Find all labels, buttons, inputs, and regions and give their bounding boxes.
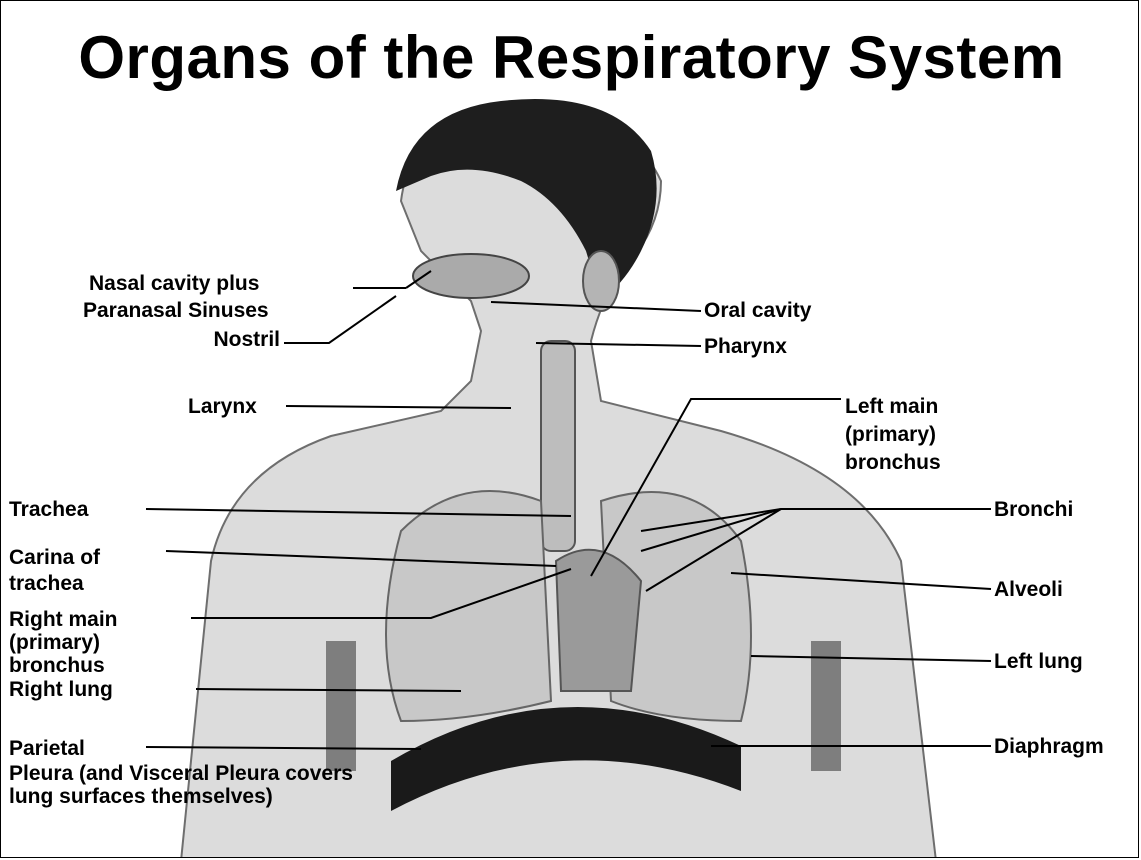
label-bronchi: Bronchi [994, 498, 1073, 521]
label-left-main-line1: Left main [845, 395, 938, 418]
label-carina-line1: Carina of [9, 546, 100, 569]
label-left-main-line3: bronchus [845, 451, 941, 474]
right-lung-shape [386, 491, 551, 721]
label-diaphragm: Diaphragm [994, 735, 1104, 758]
label-right-main-line1: Right main [9, 608, 118, 631]
label-oral-cavity: Oral cavity [704, 299, 811, 322]
label-alveoli: Alveoli [994, 578, 1063, 601]
ear [583, 251, 619, 311]
left-arm-shadow [811, 641, 841, 771]
nasal-cavity-shape [413, 254, 529, 298]
label-parietal-line1: Parietal [9, 737, 85, 760]
label-right-main-line3: bronchus [9, 654, 105, 677]
label-parietal-line3: lung surfaces themselves) [9, 785, 273, 808]
label-nostril: Nostril [151, 328, 280, 351]
label-paranasal-sinuses: Paranasal Sinuses [83, 299, 269, 322]
right-arm-shadow [326, 641, 356, 771]
label-carina-line2: trachea [9, 572, 84, 595]
page-title: Organs of the Respiratory System [1, 23, 1139, 92]
label-pharynx: Pharynx [704, 335, 787, 358]
label-right-main-line2: (primary) [9, 631, 100, 654]
label-trachea: Trachea [9, 498, 88, 521]
heart-shape [556, 550, 641, 691]
label-nasal-cavity-plus: Nasal cavity plus [89, 272, 259, 295]
label-larynx: Larynx [188, 395, 257, 418]
label-left-lung: Left lung [994, 650, 1083, 673]
trachea-shape [541, 341, 575, 551]
leader-nostril [284, 296, 396, 343]
label-right-lung: Right lung [9, 678, 113, 701]
label-parietal-line2: Pleura (and Visceral Pleura covers [9, 762, 353, 785]
label-left-main-line2: (primary) [845, 423, 936, 446]
